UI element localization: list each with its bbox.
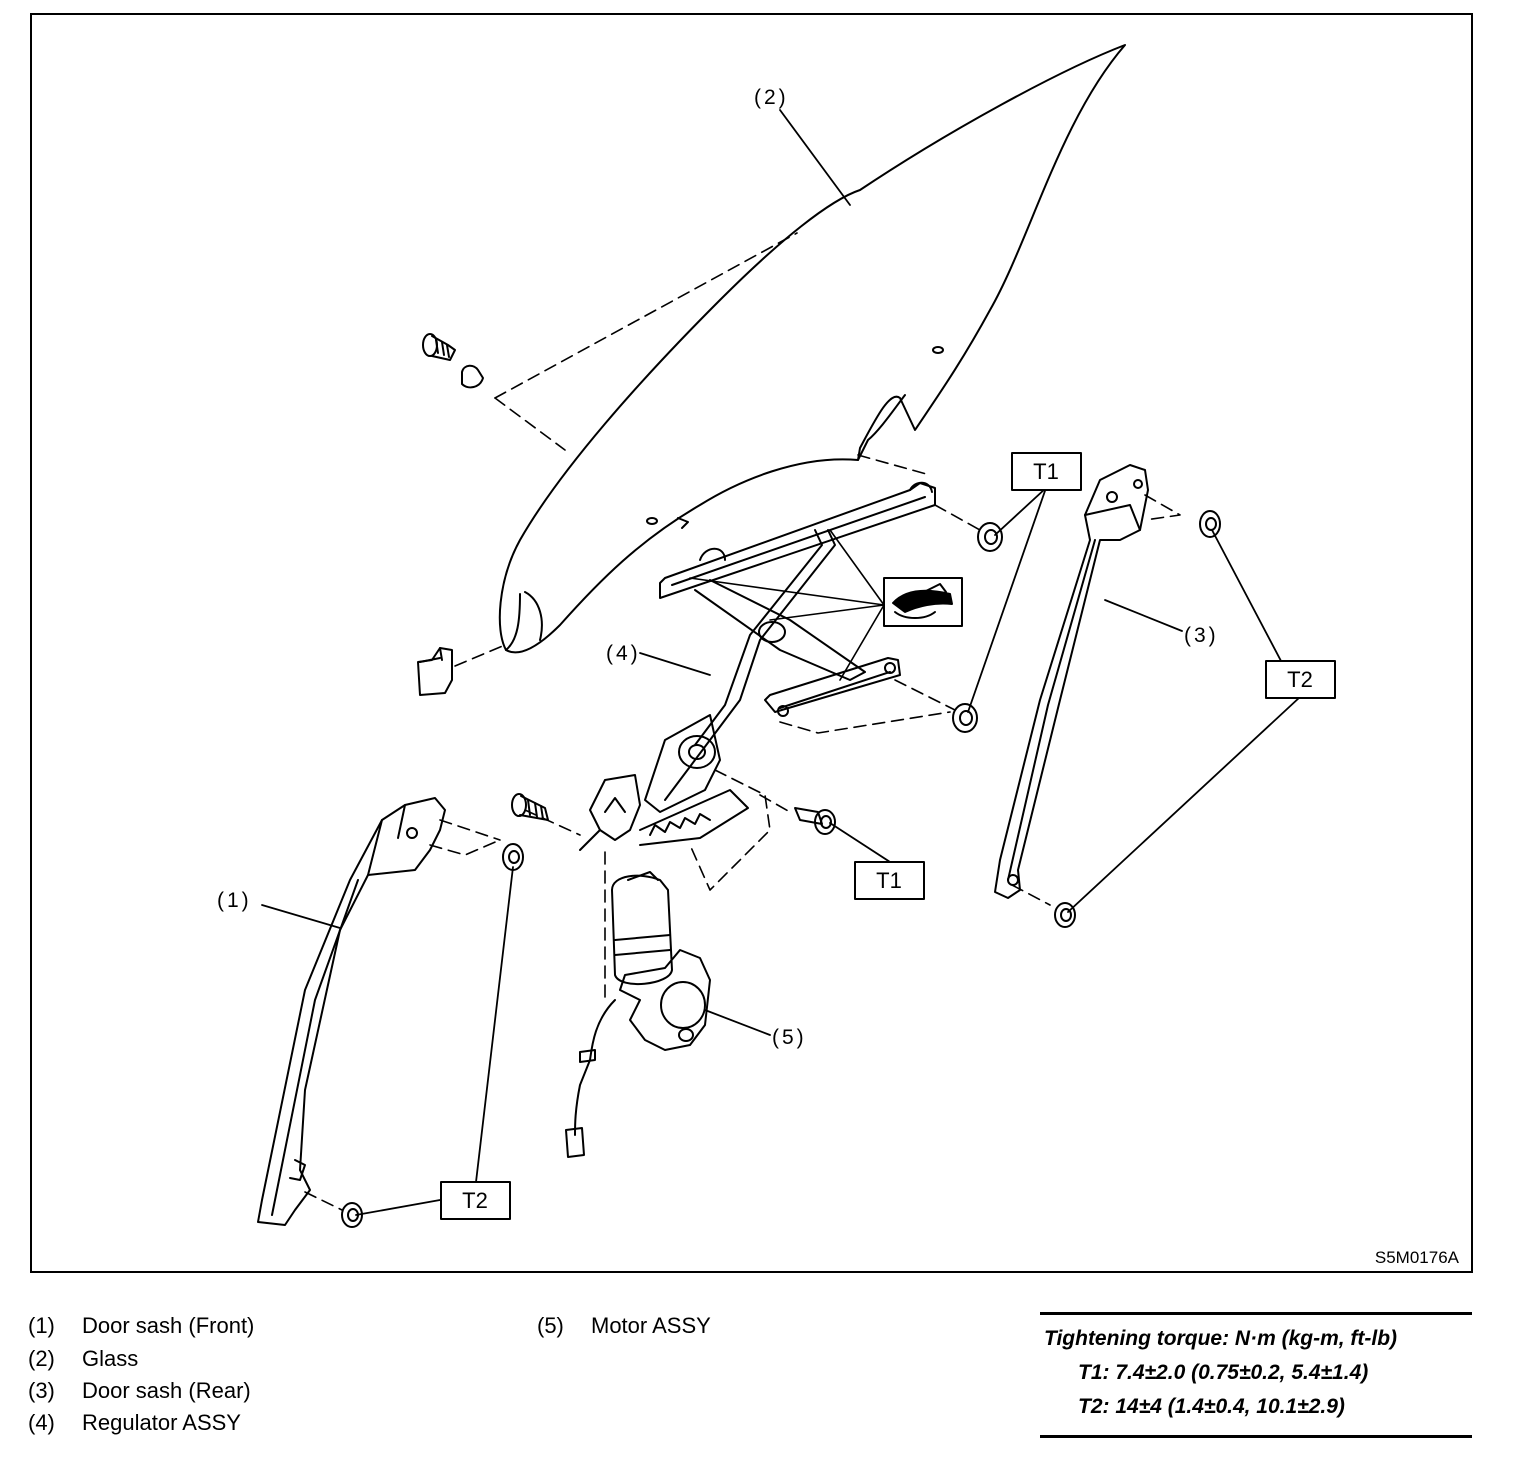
torque-box-t1-lower: T1 — [854, 861, 925, 900]
diagram-frame — [30, 13, 1473, 1273]
motor-bolt-left — [511, 793, 549, 821]
legend-num: (4) — [28, 1410, 55, 1435]
torque-t2: T2: 14±4 (1.4±0.4, 10.1±2.9) — [1078, 1395, 1345, 1418]
regulator-part — [579, 481, 936, 851]
legend-num: (5) — [537, 1313, 564, 1338]
torque-heading: Tightening torque: N·m (kg-m, ft-lb) — [1044, 1327, 1398, 1350]
nut-rear-sash-upper — [1199, 510, 1221, 538]
glass-clip — [417, 647, 453, 696]
torque-box-t2-left: T2 — [440, 1181, 511, 1220]
glass-part — [498, 44, 1126, 654]
callout-leaders — [261, 109, 1301, 1216]
torque-box-t2-right: T2 — [1265, 660, 1336, 699]
nut-rear-sash-lower — [1054, 902, 1076, 928]
torque-spec-box: Tightening torque: N·m (kg-m, ft-lb) T1:… — [1040, 1312, 1472, 1438]
glass-bolt — [422, 333, 484, 389]
nut-regulator-upper — [977, 522, 1003, 552]
motor-bolt-right — [794, 807, 836, 835]
grease-icon — [883, 577, 963, 627]
callout-2: (2) — [754, 86, 789, 109]
legend-name: Glass — [82, 1346, 139, 1371]
torque-box-t1-upper: T1 — [1011, 452, 1082, 491]
callout-3: (3) — [1184, 624, 1219, 647]
torque-label-t1-lower: T1 — [876, 868, 902, 893]
front-sash-part — [257, 797, 446, 1226]
callout-1: (1) — [217, 889, 252, 912]
motor-part — [565, 871, 711, 1158]
legend-name: Motor ASSY — [591, 1313, 711, 1338]
grease-pointers — [689, 529, 885, 681]
callout-4: (4) — [606, 642, 641, 665]
torque-label-t1-upper: T1 — [1033, 459, 1059, 484]
legend-name: Door sash (Rear) — [82, 1378, 251, 1403]
torque-t1: T1: 7.4±2.0 (0.75±0.2, 5.4±1.4) — [1078, 1361, 1369, 1384]
legend-name: Regulator ASSY — [82, 1410, 241, 1435]
torque-label-t2-left: T2 — [462, 1188, 488, 1213]
rear-sash-part — [994, 464, 1149, 899]
nut-regulator-lower — [952, 703, 978, 733]
legend-num: (3) — [28, 1378, 55, 1403]
torque-label-t2-right: T2 — [1287, 667, 1313, 692]
callout-5: (5) — [772, 1026, 807, 1049]
figure-code: S5M0176A — [1375, 1248, 1460, 1267]
exploded-diagram: (2) (3) (4) (1) (5) T1 T2 T1 T2 S5M0176A — [217, 44, 1460, 1267]
legend-num: (2) — [28, 1346, 55, 1371]
legend-name: Door sash (Front) — [82, 1313, 255, 1338]
legend-num: (1) — [28, 1313, 55, 1338]
leader-lines-dashed — [304, 232, 1181, 1211]
